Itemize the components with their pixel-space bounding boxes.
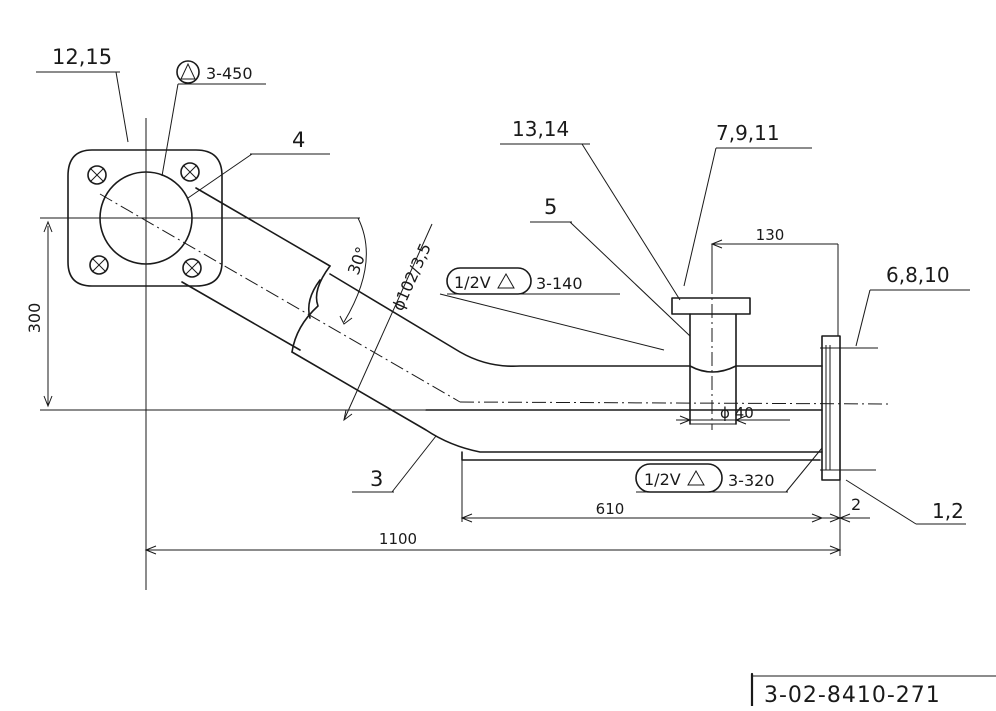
dim-plate-thickness: 2 xyxy=(811,495,870,523)
callout-12-15: 12,15 xyxy=(36,45,129,143)
callout-1-2: 1,2 xyxy=(820,469,966,525)
drawing-number-block: 3-02-8410-271 xyxy=(750,672,996,708)
weld-symbol-top: 1/2V xyxy=(454,273,491,292)
dim-angle: 30° xyxy=(339,217,372,325)
bolt-hole-icon xyxy=(182,258,202,278)
dim-height: 300 xyxy=(25,217,430,411)
callout-6-8-10: 6,8,10 xyxy=(820,263,970,349)
weld-triangle-icon xyxy=(497,272,515,289)
center-lines xyxy=(48,118,891,590)
dim-length-total: 1100 xyxy=(144,530,842,555)
callout-weld-top: 3-450 xyxy=(161,60,266,177)
weld-triangle-icon xyxy=(687,469,705,486)
dim-610-label: 610 xyxy=(596,500,625,518)
dim-pipe-label: ϕ102/3,5 xyxy=(388,240,435,313)
callout-4: 4 xyxy=(187,128,330,199)
callout-3-label: 3 xyxy=(370,467,383,491)
callout-6-8-10-label: 6,8,10 xyxy=(886,263,950,287)
callout-5-label: 5 xyxy=(544,195,557,219)
callout-3: 3 xyxy=(352,435,437,493)
dim-offset-label: 130 xyxy=(756,226,785,244)
callout-5: 5 xyxy=(530,195,691,337)
weld-circle-icon xyxy=(176,60,200,84)
bolt-hole-icon xyxy=(87,165,107,185)
branch-pipe xyxy=(671,297,751,425)
dim-angle-label: 30° xyxy=(344,244,372,277)
callout-12-15-label: 12,15 xyxy=(52,45,112,69)
dim-branch-label: ϕ 40 xyxy=(720,404,754,422)
callout-7-9-11: 7,9,11 xyxy=(683,121,812,287)
weld-ref-bottom: 3-320 xyxy=(728,471,775,490)
callout-13-14: 13,14 xyxy=(500,117,681,301)
callout-13-14-label: 13,14 xyxy=(512,117,569,141)
callout-4-label: 4 xyxy=(292,128,305,152)
callout-7-9-11-label: 7,9,11 xyxy=(716,121,780,145)
dim-height-label: 300 xyxy=(25,303,44,334)
weld-ref-top: 3-140 xyxy=(536,274,583,293)
weld-top-label: 3-450 xyxy=(206,64,253,83)
dim-2-label: 2 xyxy=(851,495,861,514)
callout-1-2-label: 1,2 xyxy=(932,499,964,523)
weld-callout-bottom: 1/2V 3-320 xyxy=(635,447,823,493)
dim-offset: 130 xyxy=(710,226,839,336)
dim-branch-diameter: ϕ 40 xyxy=(676,404,790,425)
weld-symbol-bottom: 1/2V xyxy=(644,470,681,489)
bolt-hole-icon xyxy=(180,162,200,182)
pipe-body xyxy=(181,187,823,461)
drawing-number: 3-02-8410-271 xyxy=(764,683,941,706)
end-plate xyxy=(821,335,841,481)
bolt-hole-icon xyxy=(89,255,109,275)
dim-1100-label: 1100 xyxy=(379,530,417,548)
dim-length-short: 610 xyxy=(460,460,842,556)
weld-callout-top: 1/2V 3-140 xyxy=(439,267,665,351)
